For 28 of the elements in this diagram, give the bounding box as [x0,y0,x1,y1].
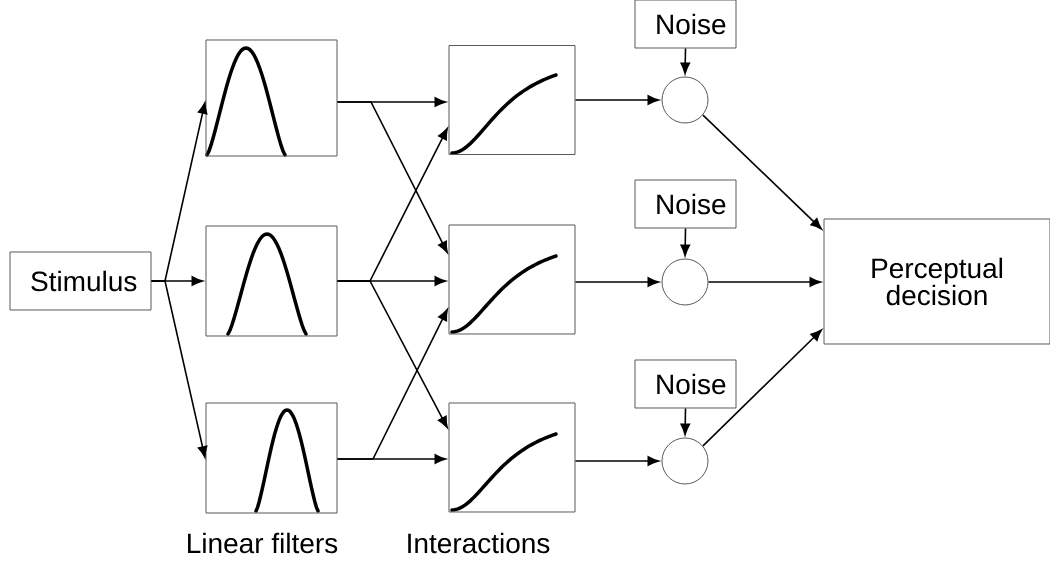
filter-box [205,39,338,157]
arrow [150,280,208,458]
arrow [707,277,822,287]
arrow [336,101,448,253]
noise-box: Noise [634,359,737,409]
filter-box [205,225,338,337]
arrow [336,454,447,464]
summing-circle [661,76,709,124]
arrow [574,277,660,287]
arrow [574,456,660,466]
nonlinearity-box [448,45,576,155]
arrow [680,227,691,257]
arrow [574,95,660,105]
nonlinearity-box [448,402,576,513]
noise-box: Noise [634,0,737,49]
arrow [680,407,691,436]
decision-box: Perceptual decision [823,218,1050,345]
stimulus-box: Stimulus [9,251,152,311]
summing-circle [661,437,709,485]
arrow [702,114,823,230]
summing-circle [661,258,709,306]
column-label: Interactions [408,532,550,554]
arrow [680,47,691,75]
noise-box: Noise [634,179,737,229]
arrow [702,329,823,447]
nonlinearity-box [448,224,576,335]
filter-box [205,402,338,514]
arrow [336,280,448,428]
